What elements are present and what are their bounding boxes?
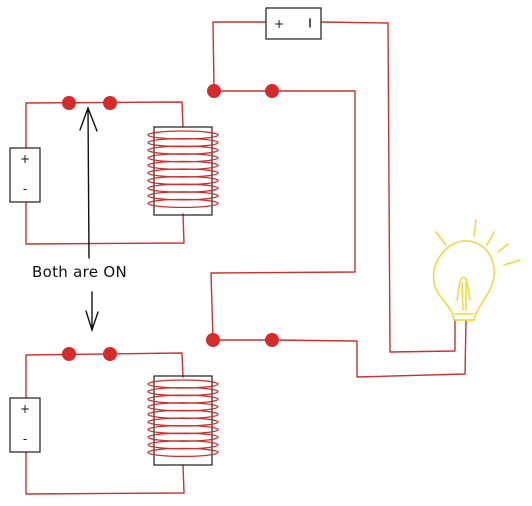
coil-winding xyxy=(147,440,219,450)
coil-winding xyxy=(147,183,219,193)
coil-winding xyxy=(147,175,219,186)
switch-contact-load-top-right xyxy=(265,84,279,98)
coil-winding xyxy=(147,417,219,427)
battery-bottom: + - xyxy=(9,397,41,453)
battery-load: + xyxy=(265,7,322,40)
load-wire-switch-bottom xyxy=(212,319,467,378)
coil-winding xyxy=(147,432,219,442)
switch-contact-load-bottom-right xyxy=(265,333,279,347)
battery-top: + - xyxy=(9,147,41,203)
battery-top-body xyxy=(9,147,41,203)
battery-top-plus: + xyxy=(20,152,30,166)
top-circuit-wire xyxy=(25,101,185,245)
relay-circuit-top: + - xyxy=(9,96,219,245)
annotation-text: Both are ON xyxy=(32,263,127,281)
light-bulb-icon xyxy=(432,219,521,321)
coil-winding xyxy=(147,191,219,201)
coil-winding xyxy=(147,394,219,404)
load-wire-top-battery xyxy=(212,21,456,353)
coil-top xyxy=(147,126,219,216)
coil-bottom xyxy=(147,375,219,466)
coil-winding xyxy=(147,386,219,397)
switch-contact-load-top-left xyxy=(207,84,221,98)
coil-winding xyxy=(147,379,219,389)
coil-winding xyxy=(147,447,219,458)
switch-contact-load-bottom-left xyxy=(206,333,220,347)
battery-bottom-body xyxy=(9,397,41,453)
load-wire-switch-top xyxy=(210,90,356,341)
battery-load-body xyxy=(265,7,322,40)
bottom-circuit-wire xyxy=(25,352,185,495)
coil-top-core xyxy=(153,126,213,216)
switch-contact-bottom-right xyxy=(103,347,117,361)
switch-contact-top-left xyxy=(62,96,76,110)
battery-top-minus: - xyxy=(23,182,27,196)
relay-circuit-bottom: + - xyxy=(9,347,219,495)
coil-winding xyxy=(147,153,219,163)
coil-bottom-core xyxy=(153,375,213,466)
coil-winding xyxy=(147,145,219,155)
battery-load-plus: + xyxy=(274,17,284,31)
switch-contact-bottom-left xyxy=(62,347,76,361)
battery-bottom-plus: + xyxy=(20,402,30,416)
coil-winding xyxy=(147,137,219,148)
coil-winding xyxy=(147,402,219,412)
coil-winding xyxy=(147,130,219,140)
coil-winding xyxy=(147,198,219,209)
load-circuit: + xyxy=(206,7,521,378)
coil-winding xyxy=(147,409,219,420)
annotation: Both are ON xyxy=(32,106,127,333)
arrow-down-icon xyxy=(85,291,99,333)
switch-contact-top-right xyxy=(103,96,117,110)
coil-winding xyxy=(147,168,219,178)
arrow-up-icon xyxy=(79,106,98,259)
coil-winding xyxy=(147,424,219,435)
battery-bottom-minus: - xyxy=(23,432,27,446)
coil-winding xyxy=(147,160,219,171)
